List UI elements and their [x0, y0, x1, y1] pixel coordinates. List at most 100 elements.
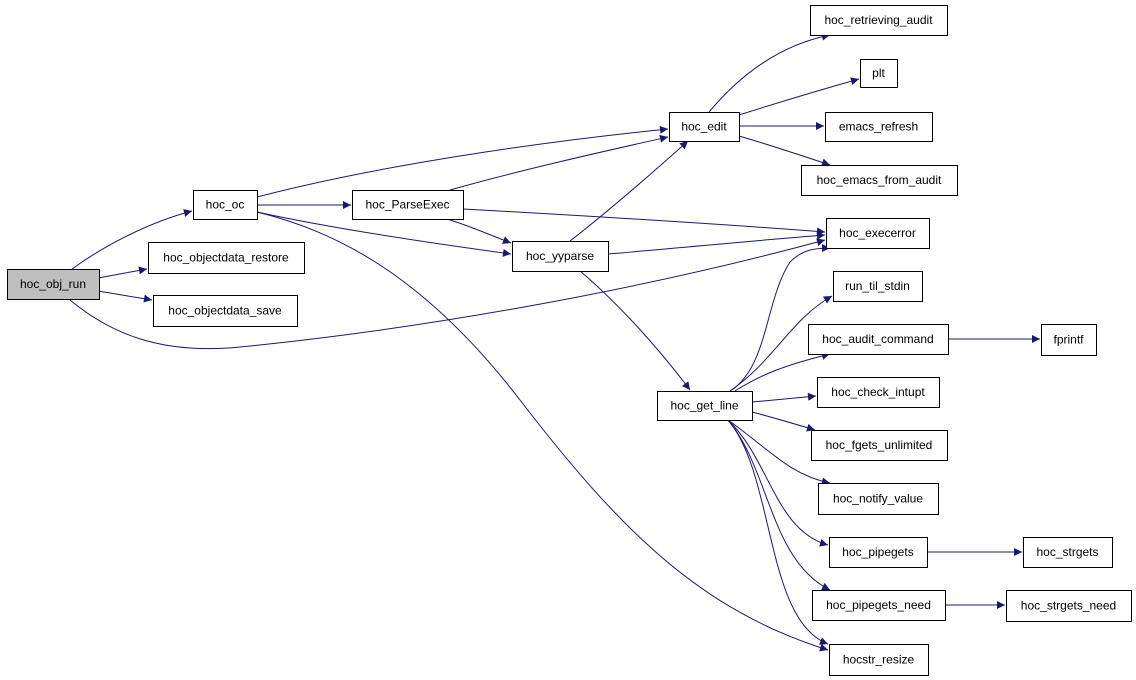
- node-box: [812, 590, 946, 621]
- edge-arrow: [256, 211, 512, 257]
- node-box: [811, 430, 948, 461]
- node-hoc-strgets[interactable]: hoc_strgets: [1023, 537, 1113, 568]
- edge-hoc_edit-to-hoc_retrieving_audit: [708, 32, 831, 113]
- node-label: hoc_fgets_unlimited: [826, 438, 933, 452]
- edge-arrow: [727, 419, 829, 547]
- edge-arrow: [256, 125, 669, 198]
- node-box: [833, 271, 923, 302]
- node-label: hoc_yyparse: [526, 249, 594, 263]
- node-run-til-stdin[interactable]: run_til_stdin: [833, 271, 923, 302]
- node-hoc-emacs-from-audit[interactable]: hoc_emacs_from_audit: [801, 165, 958, 196]
- node-box: [352, 190, 464, 220]
- edge-arrow: [71, 209, 193, 270]
- node-label: hoc_objectdata_save: [168, 304, 282, 318]
- node-label: hoc_pipegets_need: [826, 598, 931, 612]
- node-hoc-pipegets[interactable]: hoc_pipegets: [829, 537, 928, 568]
- node-hoc-notify-value[interactable]: hoc_notify_value: [818, 483, 939, 515]
- node-label: hoc_oc: [206, 198, 245, 212]
- node-label: hoc_notify_value: [833, 492, 923, 506]
- node-box: [193, 190, 258, 220]
- edge-arrow: [97, 266, 148, 279]
- node-label: run_til_stdin: [845, 279, 910, 293]
- node-box: [829, 537, 928, 568]
- edge-arrow: [449, 134, 669, 191]
- edge-arrow: [734, 352, 831, 392]
- edge-arrow: [751, 392, 817, 403]
- edge-hoc_ParseExec-to-hoc_execerror: [462, 208, 826, 236]
- node-box: [512, 241, 609, 272]
- node-hocstr-resize[interactable]: hocstr_resize: [829, 644, 929, 676]
- node-label: plt: [872, 66, 885, 80]
- node-box: [1041, 324, 1097, 356]
- node-box: [148, 242, 305, 274]
- node-hoc-oc[interactable]: hoc_oc: [193, 190, 258, 220]
- edge-hoc_get_line-to-hoc_audit_command: [734, 352, 831, 392]
- edge-hoc_oc-to-hoc_edit: [256, 125, 669, 198]
- edge-arrow: [729, 295, 833, 392]
- nodes-layer: hoc_obj_runhoc_ochoc_objectdata_restoreh…: [7, 5, 1132, 676]
- node-hoc-edit[interactable]: hoc_edit: [669, 112, 740, 142]
- edge-arrow: [738, 135, 831, 167]
- node-label: hoc_execerror: [839, 226, 916, 240]
- edge-arrow: [727, 419, 831, 486]
- node-box: [810, 5, 948, 36]
- edge-arrow: [579, 270, 691, 391]
- node-box: [818, 483, 939, 515]
- edge-arrow: [727, 419, 829, 645]
- edge-hoc_get_line-to-hoc_execerror: [729, 244, 831, 392]
- node-label: fprintf: [1053, 333, 1084, 347]
- node-hoc-execerror[interactable]: hoc_execerror: [826, 218, 930, 249]
- edge-arrow: [69, 238, 826, 350]
- edge-hoc_edit-to-hoc_emacs_from_audit: [738, 135, 831, 167]
- edge-arrow: [97, 290, 153, 303]
- node-box: [669, 112, 740, 142]
- edge-hoc_ParseExec-to-hoc_edit: [449, 134, 669, 191]
- node-box: [817, 377, 940, 408]
- edges-layer: [69, 32, 1040, 652]
- edge-arrow: [751, 411, 816, 432]
- edge-arrow: [738, 77, 860, 116]
- node-emacs-refresh[interactable]: emacs_refresh: [825, 112, 933, 142]
- node-label: hocstr_resize: [843, 653, 915, 667]
- edge-hoc_obj_run-to-hoc_objectdata_save: [97, 290, 153, 303]
- node-hoc-objectdata-save[interactable]: hoc_objectdata_save: [153, 295, 298, 327]
- node-label: hoc_objectdata_restore: [163, 251, 289, 265]
- edge-arrow: [462, 208, 826, 236]
- node-hoc-strgets-need[interactable]: hoc_strgets_need: [1006, 590, 1132, 622]
- edge-hoc_obj_run-to-hoc_objectdata_restore: [97, 266, 148, 279]
- edge-hoc_edit-to-plt: [738, 77, 860, 116]
- edge-arrow: [607, 231, 826, 255]
- node-box: [153, 295, 298, 327]
- node-label: hoc_edit: [681, 120, 727, 134]
- edge-hoc_yyparse-to-hoc_edit: [569, 140, 689, 242]
- node-plt[interactable]: plt: [860, 59, 898, 88]
- node-hoc-audit-command[interactable]: hoc_audit_command: [808, 324, 949, 355]
- edge-hoc_oc-to-hocstr_resize: [256, 211, 829, 652]
- node-box: [860, 59, 898, 88]
- edge-hoc_get_line-to-hocstr_resize: [727, 419, 829, 645]
- edge-arrow: [446, 218, 512, 244]
- node-fprintf[interactable]: fprintf: [1041, 324, 1097, 356]
- node-hoc-pipegets-need[interactable]: hoc_pipegets_need: [812, 590, 946, 621]
- node-hoc-retrieving-audit[interactable]: hoc_retrieving_audit: [810, 5, 948, 36]
- node-box: [808, 324, 949, 355]
- node-label: hoc_emacs_from_audit: [817, 173, 942, 187]
- node-label: hoc_strgets_need: [1021, 599, 1116, 613]
- edge-arrow: [256, 211, 829, 652]
- node-label: hoc_pipegets: [842, 545, 913, 559]
- node-hoc-yyparse[interactable]: hoc_yyparse: [512, 241, 609, 272]
- node-label: hoc_strgets: [1036, 545, 1098, 559]
- node-hoc-check-intupt[interactable]: hoc_check_intupt: [817, 377, 940, 408]
- node-hoc-objectdata-restore[interactable]: hoc_objectdata_restore: [148, 242, 305, 274]
- node-label: hoc_obj_run: [20, 277, 86, 291]
- node-box: [7, 269, 100, 300]
- edge-hoc_yyparse-to-hoc_execerror: [607, 231, 826, 255]
- node-hoc-obj-run: hoc_obj_run: [7, 269, 100, 300]
- node-hoc-get-line[interactable]: hoc_get_line: [657, 391, 753, 421]
- node-box: [1006, 590, 1132, 622]
- node-hoc-ParseExec[interactable]: hoc_ParseExec: [352, 190, 464, 220]
- node-box: [801, 165, 958, 196]
- edge-hoc_yyparse-to-hoc_get_line: [579, 270, 691, 391]
- node-hoc-fgets-unlimited[interactable]: hoc_fgets_unlimited: [811, 430, 948, 461]
